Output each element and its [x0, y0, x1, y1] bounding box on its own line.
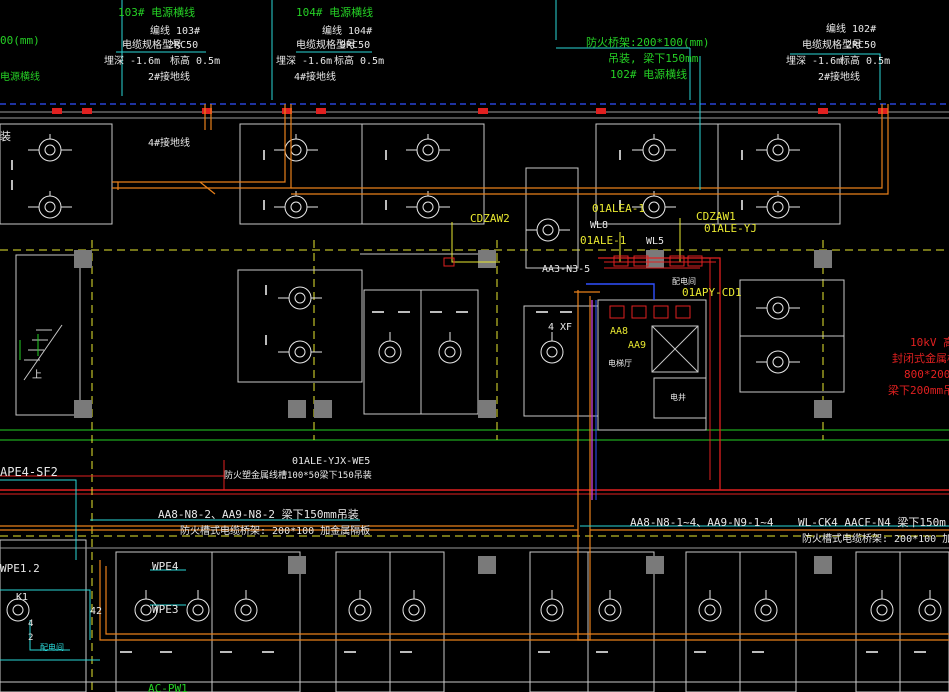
note-104-spec: 9RC50	[340, 40, 370, 51]
label-aa3: AA3-N3-5	[542, 264, 590, 275]
walls	[0, 111, 949, 692]
beam-marks	[52, 108, 888, 114]
axis-lines	[0, 103, 949, 692]
label-wpe12: WPE1.2	[0, 562, 40, 575]
label-104-feeder: 104# 电源横线	[296, 5, 373, 19]
label-wl5: WL5	[646, 236, 664, 247]
label-tray-bot: 防火槽式电缆桥架: 200*100 加金	[802, 532, 949, 545]
label-alea1: 01ALEA-1	[592, 202, 645, 215]
label-dianjing: 电井	[670, 392, 686, 402]
label-ale-yjx: 01ALE-YJX-WE5	[292, 456, 370, 467]
note-103-depth: 埋深 -1.6m	[104, 55, 160, 67]
label-cdzaw2: CDZAW2	[470, 212, 510, 225]
label-heng-sub: 电源横线	[0, 70, 40, 83]
circuit-lines	[0, 218, 721, 500]
label-10kv-b: 封闭式金属桥架	[892, 351, 949, 365]
label-aleyj: 01ALE-YJ	[704, 222, 757, 235]
note-104-val: 编线 104#	[322, 24, 372, 37]
note-104-type: 电缆规格型号	[296, 38, 356, 51]
note-103-tag: 2#接地线	[148, 70, 190, 83]
label-cdzaw1: CDZAW1	[696, 210, 736, 223]
leader-lines	[0, 0, 949, 661]
note-102-type: 电缆规格型号	[802, 38, 862, 51]
label-aa8n8b: 防火槽式电缆桥架: 200*100 加金属隔板	[180, 524, 370, 537]
label-acpw: AC-PW1	[148, 682, 188, 692]
note-103-name: 编线	[150, 24, 170, 37]
note-103-val: 103#	[176, 26, 200, 37]
label-wl8: WL8	[590, 220, 608, 231]
label-10kv-d: 梁下200mm吊装	[888, 383, 949, 397]
label-aa8: AA8	[610, 326, 628, 337]
note-102-tag: 2#接地线	[818, 70, 860, 83]
label-shang: 上	[32, 369, 42, 381]
label-k1: K1	[16, 592, 28, 603]
label-wpe4: WPE4	[152, 560, 179, 573]
note-104-depth: 埋深 -1.6m	[276, 55, 332, 67]
label-00mm: 00(mm)	[0, 34, 40, 47]
note-103-type: 电缆规格型号	[122, 38, 182, 51]
note-102-val: 编线 102#	[826, 22, 876, 35]
label-peidian: 配电间	[672, 276, 696, 286]
label-aa8n81: AA8-N8-1~4、AA9-N9-1~4	[630, 516, 774, 529]
device-boxes	[443, 255, 703, 319]
note-104-tag: 4#接地线	[294, 70, 336, 83]
label-tag-4: 4	[28, 619, 33, 629]
label-side: 配电间	[40, 642, 64, 652]
tray-top-feeder: 102# 电源横线	[610, 67, 687, 81]
labels: 103# 电源横线 104# 电源横线 00(mm) 电源横线 编线 103# …	[0, 5, 949, 692]
label-dianti: 电梯厅	[608, 358, 632, 368]
label-tag-2: 2	[28, 633, 33, 643]
label-103-feeder: 103# 电源横线	[118, 5, 195, 19]
label-ale-yjx-2: 防火塑金属线槽100*50梁下150吊装	[224, 469, 372, 481]
label-fourth-ground: 4#接地线	[148, 136, 190, 149]
note-102-spec: 2RC50	[846, 40, 876, 51]
note-103-spec: 2RC50	[168, 40, 198, 51]
note-102-h: 标高 0.5m	[840, 54, 890, 67]
label-wpe3: WPE3	[152, 603, 179, 616]
note-103-h: 标高 0.5m	[170, 54, 220, 67]
label-zhuang: 装	[0, 130, 11, 143]
label-aa8n8: AA8-N8-2、AA9-N8-2 梁下150mm吊装	[158, 507, 359, 521]
tray-top-mount: 吊装, 梁下150mm	[608, 51, 699, 65]
tray-top-spec: 防火桥架:200*100(mm)	[586, 35, 709, 49]
light-fixtures	[6, 134, 942, 622]
label-10kv-c: 800*200	[904, 368, 949, 381]
label-aa9: AA9	[628, 340, 646, 351]
fixture-dashes	[11, 150, 926, 653]
cable-trays	[0, 104, 949, 641]
note-104-h: 标高 0.5m	[334, 54, 384, 67]
note-102-depth: 埋深 -1.6m	[786, 55, 842, 67]
structural-columns	[74, 250, 832, 574]
label-alea1b: 01ALE-1	[580, 234, 626, 247]
label-tag-42: 42	[90, 606, 102, 617]
label-10kv: 10kV 高压	[910, 335, 949, 349]
label-wlck4: WL-CK4 AACF-N4 梁下150m	[798, 515, 946, 529]
label-xf4: 4 XF	[548, 322, 572, 333]
label-apyc01: 01APY-CD1	[682, 286, 742, 299]
label-ape4: APE4-SF2	[0, 465, 58, 479]
